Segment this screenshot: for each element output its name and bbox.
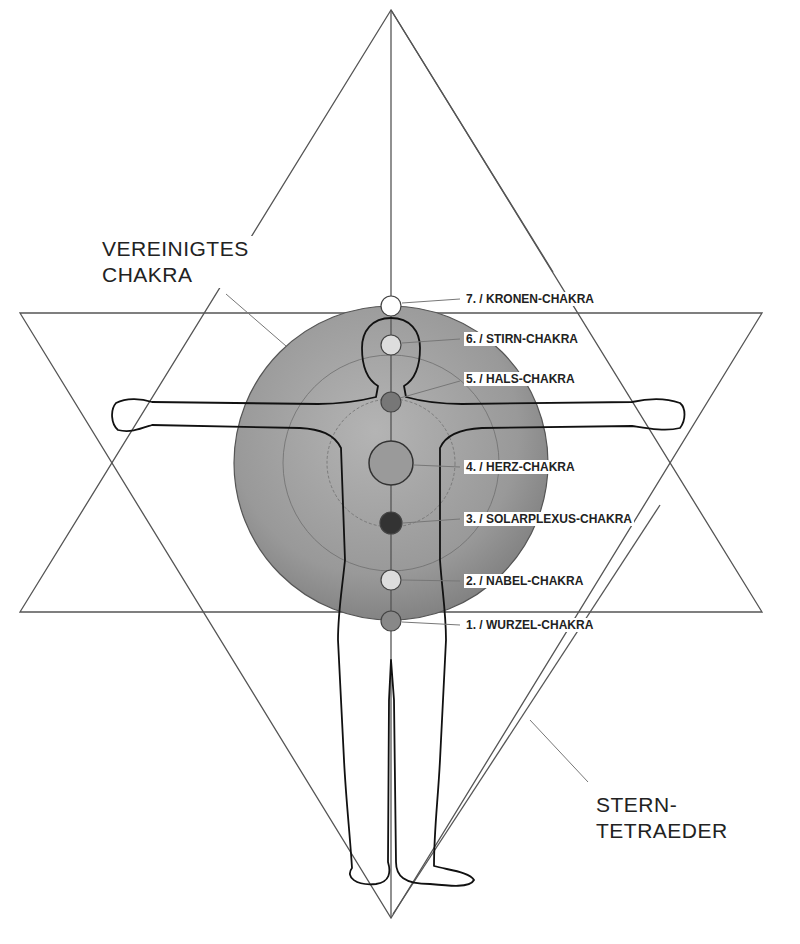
- solar-plexus-chakra-dot: [380, 512, 402, 534]
- chakra-label: 4. / HERZ-CHAKRA: [464, 460, 577, 474]
- leader-lines: [226, 294, 588, 782]
- chakra-label: 1. / WURZEL-CHAKRA: [464, 618, 595, 632]
- leader-line: [402, 580, 460, 581]
- leader-line: [403, 519, 460, 523]
- root-chakra-dot: [381, 611, 401, 631]
- chakra-label: 3. / SOLARPLEXUS-CHAKRA: [464, 512, 634, 526]
- chakra-label: 5. / HALS-CHAKRA: [464, 372, 577, 386]
- region-label: STERN- TETRAEDER: [594, 792, 748, 843]
- leader-line: [402, 299, 460, 303]
- leader-line: [530, 720, 588, 782]
- chakra-label: 6. / STIRN-CHAKRA: [464, 332, 580, 346]
- leader-line: [400, 381, 460, 398]
- tetrahedron-edge: [391, 10, 553, 272]
- star-tetrahedron: [20, 10, 762, 918]
- leader-line: [402, 339, 460, 343]
- region-label: VEREINIGTES CHAKRA: [100, 236, 294, 287]
- leader-line: [226, 294, 286, 346]
- navel-chakra-dot: [381, 570, 401, 590]
- brow-chakra-dot: [381, 335, 401, 355]
- chakra-points: [369, 296, 413, 631]
- heart-chakra-dot: [369, 441, 413, 485]
- chakra-label: 2. / NABEL-CHAKRA: [464, 574, 585, 588]
- chakra-label: 7. / KRONEN-CHAKRA: [464, 292, 596, 306]
- throat-chakra-dot: [381, 392, 401, 412]
- leader-line: [402, 622, 460, 625]
- leader-line: [414, 465, 460, 467]
- crown-chakra-dot: [381, 296, 401, 316]
